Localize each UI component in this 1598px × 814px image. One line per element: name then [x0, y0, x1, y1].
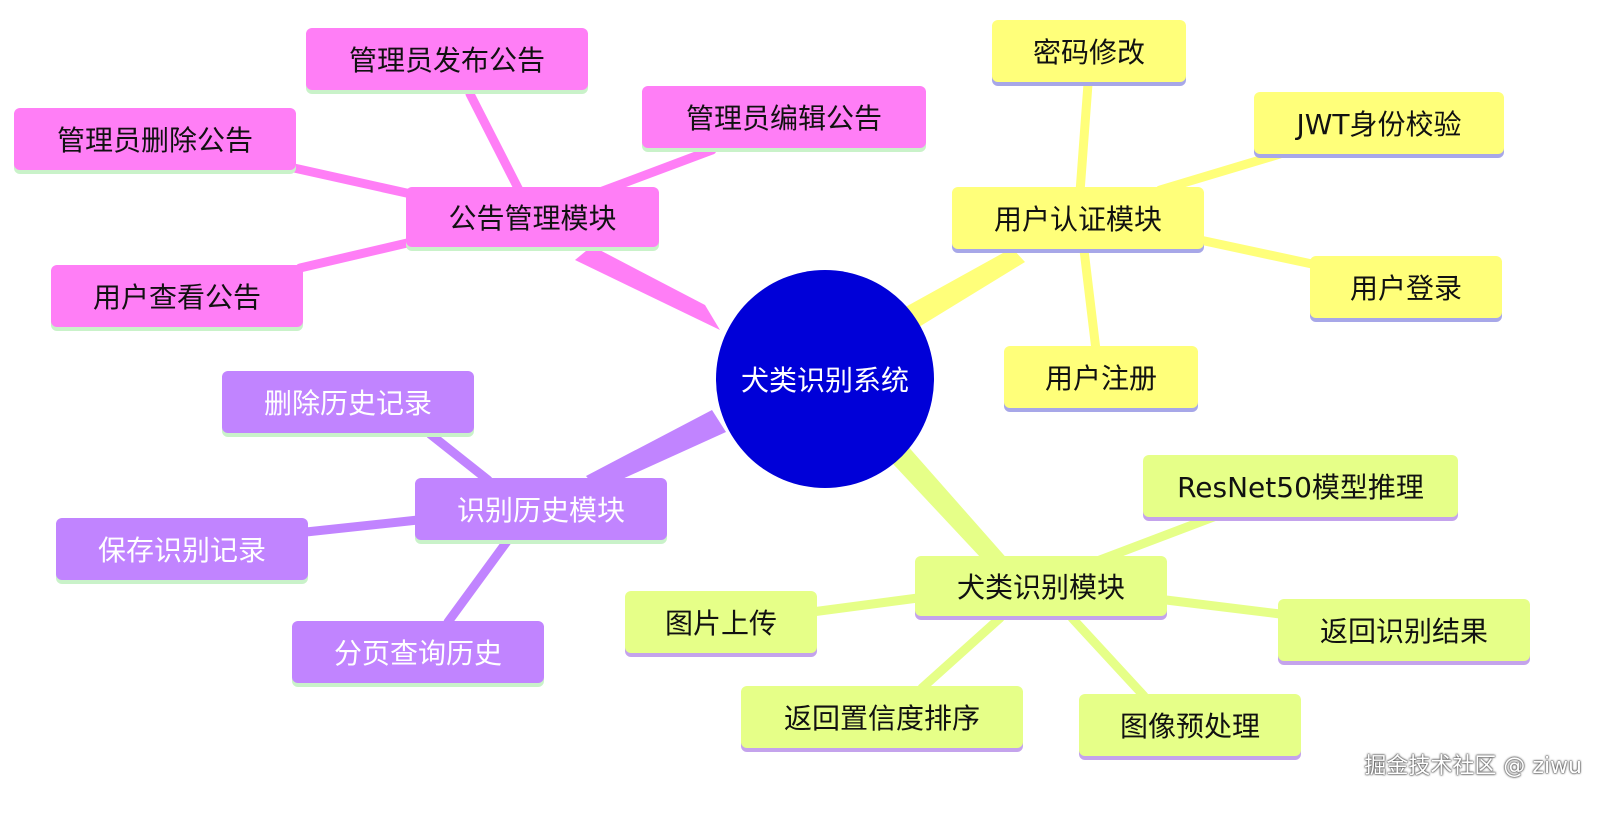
leaf-confidence-sort[interactable]: 返回置信度排序 — [741, 686, 1023, 748]
leaf-password-change[interactable]: 密码修改 — [992, 20, 1186, 82]
leaf-delete-history[interactable]: 删除历史记录 — [222, 371, 474, 433]
branch-recognition[interactable]: 犬类识别模块 — [915, 556, 1167, 616]
leaf-admin-delete[interactable]: 管理员删除公告 — [14, 108, 296, 170]
leaf-admin-publish[interactable]: 管理员发布公告 — [306, 28, 588, 90]
link-center-auth — [900, 248, 1025, 330]
link-recognition-result — [1161, 595, 1285, 619]
link-history-paging — [443, 535, 513, 627]
leaf-user-view[interactable]: 用户查看公告 — [51, 265, 303, 327]
leaf-image-upload[interactable]: 图片上传 — [625, 591, 817, 653]
link-history-save — [301, 515, 423, 537]
link-center-announcement — [575, 246, 720, 330]
leaf-return-result[interactable]: 返回识别结果 — [1278, 599, 1530, 661]
leaf-user-login[interactable]: 用户登录 — [1310, 256, 1502, 318]
leaf-resnet-inference[interactable]: ResNet50模型推理 — [1143, 455, 1458, 517]
link-auth-login — [1195, 235, 1317, 269]
leaf-user-register[interactable]: 用户注册 — [1004, 346, 1198, 408]
link-recognition-resnet — [1095, 511, 1221, 565]
leaf-image-preprocess[interactable]: 图像预处理 — [1079, 694, 1301, 756]
leaf-paged-query[interactable]: 分页查询历史 — [292, 621, 544, 683]
link-recognition-confidence — [917, 613, 1005, 693]
leaf-admin-edit[interactable]: 管理员编辑公告 — [642, 86, 926, 148]
link-history-delete — [425, 429, 493, 485]
link-recognition-preprocess — [1067, 613, 1149, 701]
link-auth-password — [1075, 79, 1093, 197]
link-center-history — [586, 410, 726, 490]
link-auth-register — [1079, 245, 1101, 355]
watermark: 掘金技术社区 @ ziwu — [1364, 754, 1582, 779]
link-announcement-view — [295, 235, 425, 273]
branch-announcement[interactable]: 公告管理模块 — [406, 187, 659, 247]
branch-auth[interactable]: 用户认证模块 — [952, 187, 1204, 249]
link-announcement-edit — [595, 145, 717, 197]
leaf-save-record[interactable]: 保存识别记录 — [56, 518, 308, 580]
leaf-jwt-verify[interactable]: JWT身份校验 — [1254, 92, 1504, 154]
link-announcement-publish — [465, 89, 525, 197]
link-auth-jwt — [1155, 149, 1285, 195]
link-recognition-upload — [807, 593, 923, 617]
link-center-recognition — [880, 435, 1010, 574]
branch-history[interactable]: 识别历史模块 — [415, 478, 667, 540]
central-node[interactable]: 犬类识别系统 — [716, 270, 934, 488]
link-announcement-delete — [289, 163, 425, 201]
